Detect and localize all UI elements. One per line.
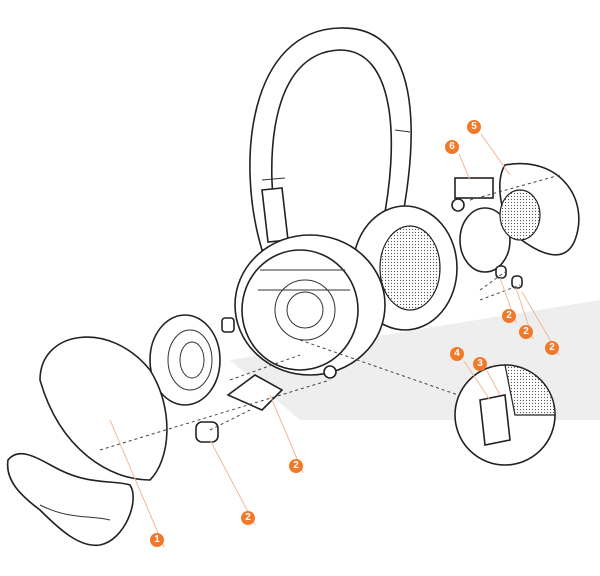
callout-marker-2: 2 <box>502 309 516 323</box>
callout-marker-1: 1 <box>150 533 164 547</box>
callout-marker-2: 2 <box>241 511 255 525</box>
hinge-clip <box>6 452 134 547</box>
callout-marker-3: 3 <box>473 357 487 371</box>
outer-shell <box>39 336 168 481</box>
callout-marker-2: 2 <box>519 325 533 339</box>
battery <box>454 177 494 199</box>
callout-marker-2: 2 <box>289 459 303 473</box>
callout-marker-6: 6 <box>445 140 459 154</box>
speaker-driver <box>459 207 511 273</box>
driver-foam <box>149 314 221 406</box>
callout-marker-5: 5 <box>467 120 481 134</box>
callout-marker-2: 2 <box>545 341 559 355</box>
callout-marker-4: 4 <box>450 347 464 361</box>
jack-component <box>195 421 219 443</box>
